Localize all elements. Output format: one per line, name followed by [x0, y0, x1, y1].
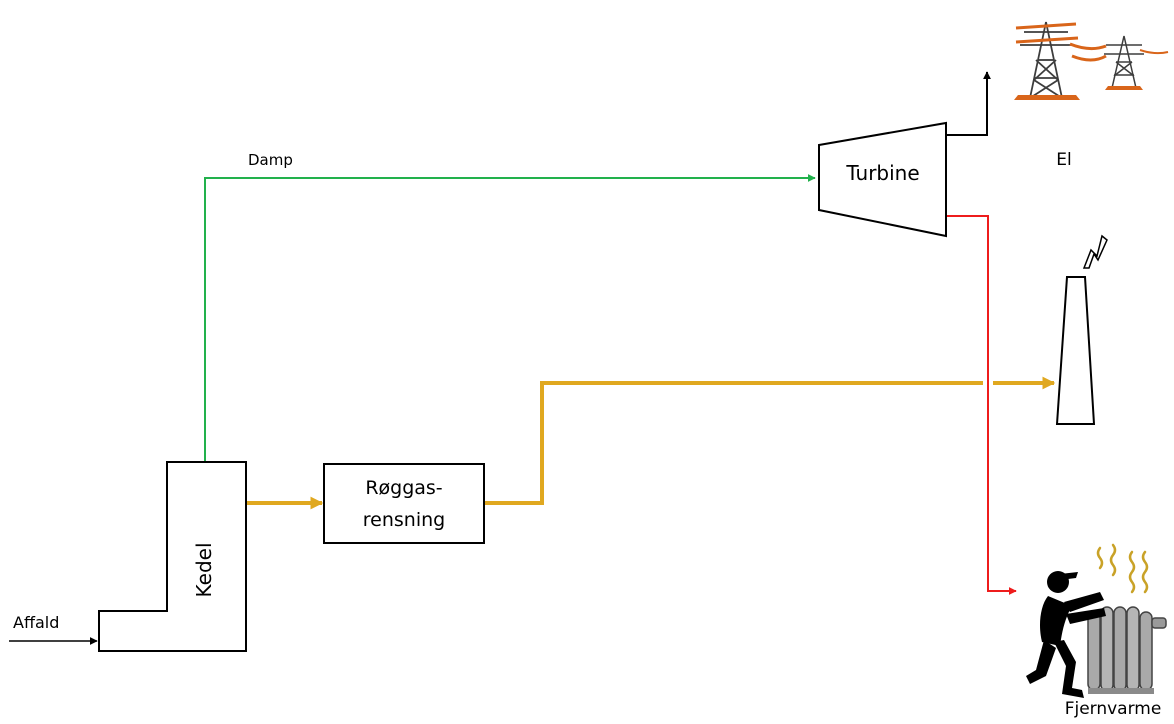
electricity-flow [946, 71, 991, 136]
person-warming-at-radiator-icon [1026, 543, 1167, 698]
turbine-node: Turbine [818, 121, 947, 238]
flue-gas-cleaning-to-stack [484, 381, 983, 505]
turbine-shape [818, 121, 947, 238]
flue-gas-cleaning-label-line1: Røggas- [365, 477, 442, 499]
steam-line [204, 174, 816, 462]
affald-label: Affald [13, 613, 59, 632]
fjernvarme-label: Fjernvarme [1065, 699, 1162, 719]
person-shape [1026, 571, 1106, 698]
flue-gas-flow [246, 376, 1056, 510]
chimney-smoke-icon [1055, 234, 1108, 425]
steam-flow: Damp [204, 151, 816, 462]
heat-line [946, 215, 1017, 595]
smoke-wisp [1082, 234, 1108, 269]
el-label: El [1056, 150, 1071, 170]
affald-input: Affald [9, 613, 98, 645]
damp-label: Damp [248, 151, 293, 169]
kedel-label: Kedel [192, 543, 216, 598]
kedel-node: Kedel [98, 461, 247, 652]
chimney-shape [1055, 276, 1096, 425]
flue-gas-cleaning-label-line2: rensning [363, 509, 445, 531]
district-heat-flow [946, 215, 1017, 595]
flue-gas-cleaning-box [323, 463, 485, 544]
flue-gas-cleaning-node: Røggas- rensning [323, 463, 485, 544]
radiator-shape [1087, 606, 1167, 694]
turbine-label: Turbine [845, 161, 919, 185]
electricity-line [946, 71, 991, 136]
power-pylon-icon [1014, 21, 1169, 100]
kedel-shape [98, 461, 247, 652]
